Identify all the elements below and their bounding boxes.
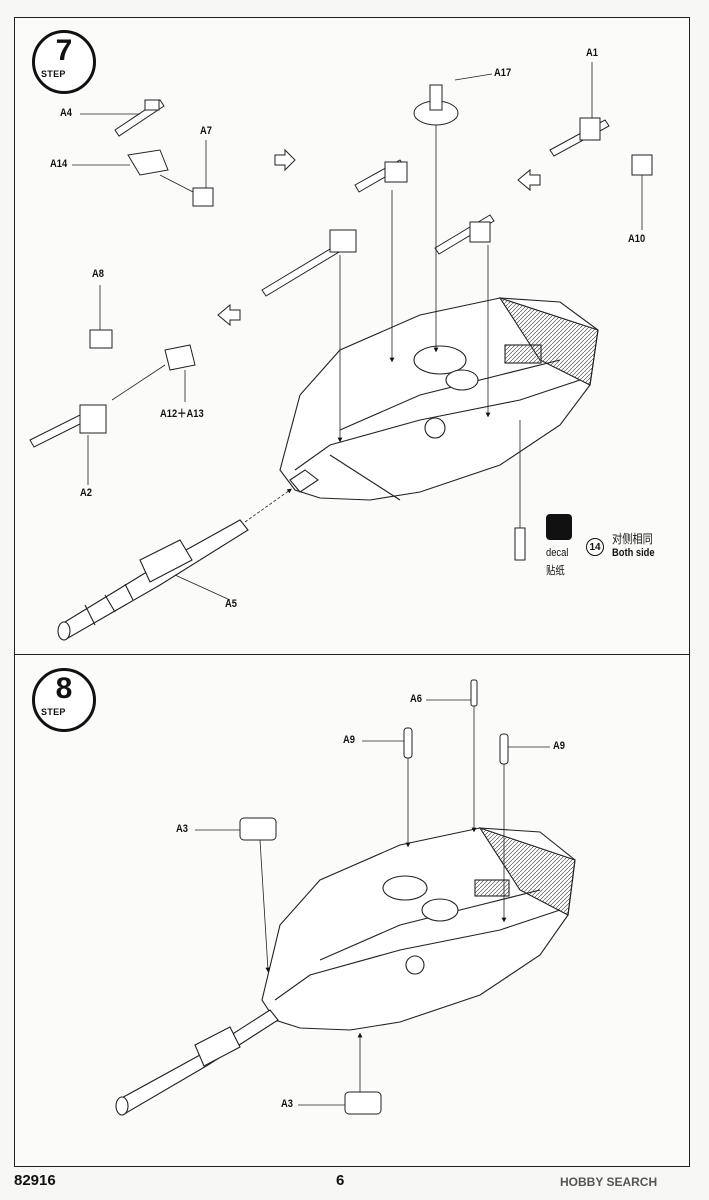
step-8-badge: 8 STEP bbox=[32, 668, 96, 732]
small-parts-step7 bbox=[29, 84, 653, 561]
part-label-a10: A10 bbox=[628, 233, 646, 245]
part-label-a5: A5 bbox=[225, 598, 237, 610]
part-label-a8: A8 bbox=[92, 268, 104, 280]
leader-lines-step7 bbox=[72, 62, 643, 601]
part-label-a9-right: A9 bbox=[553, 740, 565, 752]
part-label-a2: A2 bbox=[80, 487, 92, 499]
part-label-a6: A6 bbox=[410, 693, 422, 705]
both-side-label-zh: 对侧相同 bbox=[612, 532, 653, 546]
part-label-a9-left: A9 bbox=[343, 734, 355, 746]
watermark: HOBBY SEARCH bbox=[560, 1175, 658, 1189]
part-label-a7: A7 bbox=[200, 125, 212, 137]
part-label-a1: A1 bbox=[586, 47, 598, 59]
decal-label-zh: 贴纸 bbox=[546, 565, 565, 577]
step-7-number: 7 bbox=[55, 34, 73, 67]
direction-arrows-step7 bbox=[217, 148, 541, 327]
turret-step7 bbox=[279, 296, 599, 501]
both-side-label-en: Both side bbox=[612, 547, 655, 559]
product-code: 82916 bbox=[14, 1172, 56, 1189]
part-label-a3-top: A3 bbox=[176, 823, 188, 835]
gun-barrel-a5 bbox=[57, 519, 249, 641]
step-8-number: 8 bbox=[55, 672, 73, 705]
turret-step8 bbox=[261, 826, 576, 1031]
decal-number-14: 14 bbox=[586, 538, 604, 556]
part-label-a4: A4 bbox=[60, 107, 72, 119]
part-label-a12-a13: A12＋A13 bbox=[160, 408, 204, 420]
gun-barrel-step8 bbox=[115, 1009, 279, 1116]
small-parts-step8 bbox=[239, 679, 509, 1115]
step-7-badge: 7 STEP bbox=[32, 30, 96, 94]
decal-icon bbox=[546, 514, 572, 540]
part-label-a14: A14 bbox=[50, 158, 68, 170]
part-label-a17: A17 bbox=[494, 67, 512, 79]
step-8-step-label: STEP bbox=[41, 707, 66, 717]
leader-lines-step8 bbox=[195, 699, 550, 1106]
part-label-a3-bottom: A3 bbox=[281, 1098, 293, 1110]
page-number: 6 bbox=[336, 1172, 345, 1189]
decal-label-en: decal bbox=[546, 547, 569, 559]
step-7-step-label: STEP bbox=[41, 69, 66, 79]
